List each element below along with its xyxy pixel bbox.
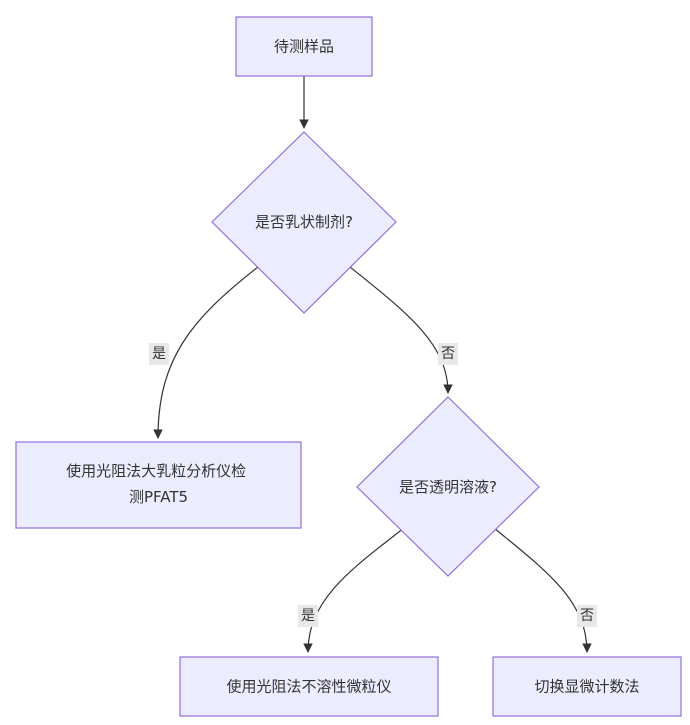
svg-text:使用光阻法不溶性微粒仪: 使用光阻法不溶性微粒仪 [226, 678, 391, 696]
svg-text:使用光阻法大乳粒分析仪检 测PFAT5: 使用光阻法大乳粒分析仪检 测PFAT5 [66, 462, 251, 506]
edge-clear-no [493, 527, 592, 653]
pfat5-node: 使用光阻法大乳粒分析仪检 测PFAT5 [15, 441, 302, 529]
edge-emulsion-no [349, 266, 453, 394]
svg-text:是否透明溶液?: 是否透明溶液? [399, 478, 497, 496]
svg-text:否: 否 [441, 346, 455, 362]
emulsion-question-node: 是否乳状制剂? [211, 131, 397, 314]
particle-counter-node: 使用光阻法不溶性微粒仪 [179, 656, 439, 717]
svg-text:是: 是 [301, 608, 315, 624]
edge-clear-yes [303, 527, 405, 653]
svg-text:待测样品: 待测样品 [274, 38, 334, 56]
svg-text:切换显微计数法: 切换显微计数法 [534, 678, 639, 696]
start-node: 待测样品 [235, 16, 373, 77]
clear-question-node: 是否透明溶液? [356, 396, 540, 577]
edge-label-emulsion-yes: 是 [149, 343, 169, 365]
svg-text:是: 是 [152, 346, 166, 362]
svg-text:是否乳状制剂?: 是否乳状制剂? [255, 213, 353, 231]
edge-emulsion-yes [153, 266, 259, 439]
edge-label-emulsion-no: 否 [438, 343, 458, 365]
svg-text:否: 否 [580, 608, 594, 624]
edge-label-clear-no: 否 [577, 605, 597, 627]
microscope-count-node: 切换显微计数法 [492, 656, 682, 717]
edge-label-clear-yes: 是 [298, 605, 318, 627]
